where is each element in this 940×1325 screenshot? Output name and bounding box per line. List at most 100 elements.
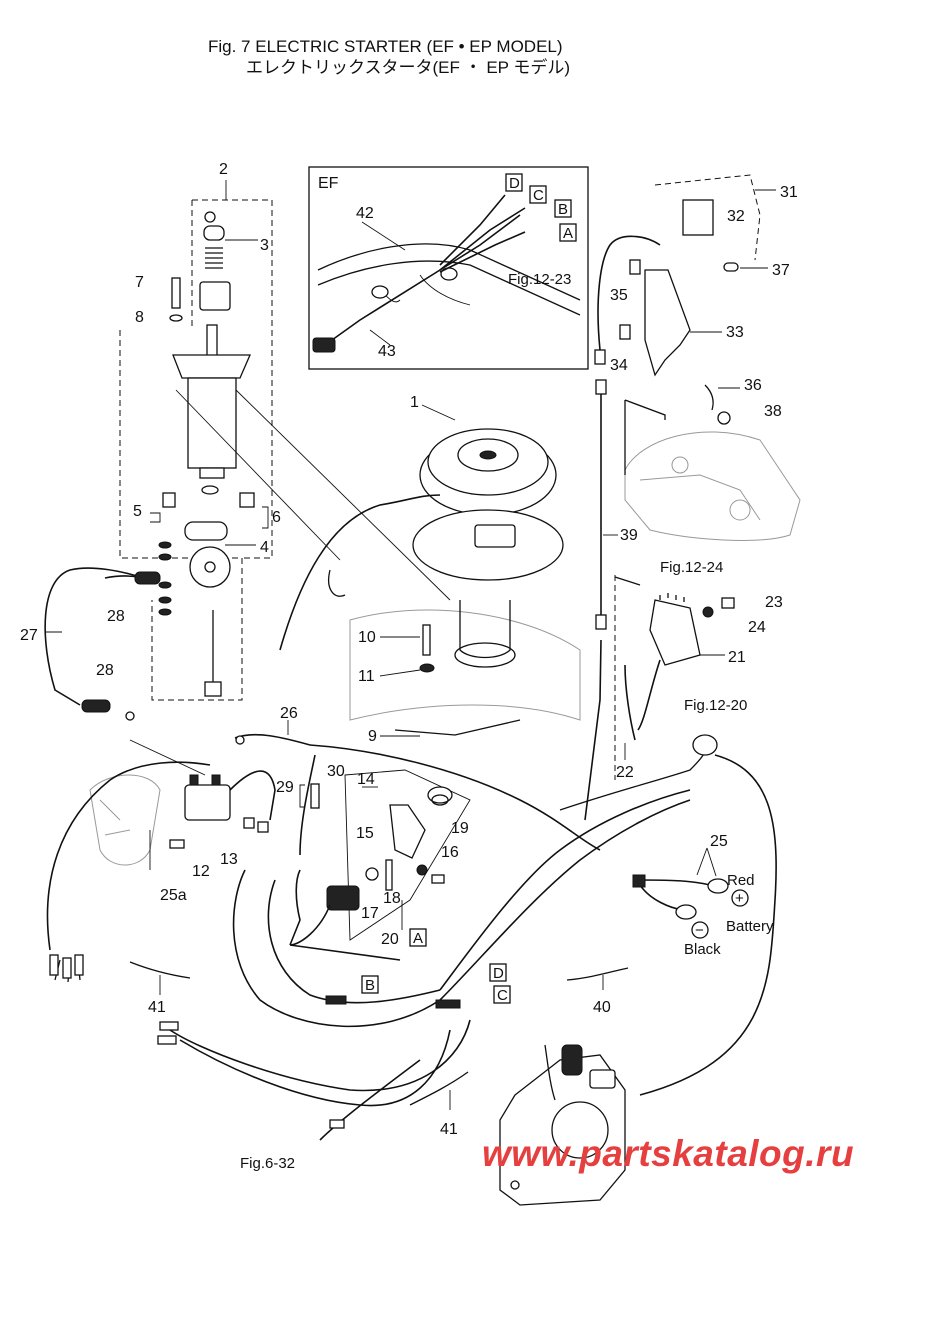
cowling-rail — [317, 243, 581, 316]
figure-title: Fig. 7 ELECTRIC STARTER (EF • EP MODEL) — [208, 37, 563, 56]
cable-tie-40 — [566, 967, 629, 981]
minus-symbol — [691, 921, 709, 939]
control-pivot — [551, 1101, 609, 1159]
key-switch-group: 14 19 15 16 17 18 20 A — [289, 769, 471, 961]
starter-loop-wire — [279, 494, 441, 651]
callout-15: 15 — [356, 825, 374, 842]
cable-black — [639, 884, 684, 911]
lock-button — [589, 1069, 616, 1089]
callout-27: 27 — [20, 627, 38, 644]
starter-relay-12 — [184, 784, 231, 821]
washer-24 — [702, 606, 714, 618]
callout-30: 30 — [327, 763, 345, 780]
inset-connector-box-a — [559, 223, 577, 242]
inset-connector-c: C — [533, 187, 544, 204]
callout-17: 17 — [361, 905, 379, 922]
callout-31: 31 — [780, 184, 798, 201]
link-rod — [614, 576, 641, 586]
bolt-10 — [422, 624, 431, 656]
end-cover — [189, 546, 231, 588]
callout-2: 2 — [219, 161, 228, 178]
ef-inset: EF 42 43 Fig.12-23 D C B A — [308, 166, 589, 370]
crankcase-outline — [349, 609, 581, 721]
connector-box-c — [493, 985, 511, 1004]
charge-coil — [474, 524, 516, 548]
plus-symbol — [731, 889, 749, 907]
callout-35: 35 — [610, 287, 628, 304]
group-2-bracket — [192, 199, 273, 559]
cable-tie-41a — [129, 961, 191, 979]
carburetor-outline — [624, 431, 801, 541]
red-terminal — [707, 878, 729, 894]
rectifier-group: 23 24 21 22 Fig.12-20 — [616, 593, 783, 781]
inset-wire-c — [439, 207, 526, 271]
control-handle — [544, 1044, 556, 1101]
callout-34: 34 — [610, 357, 628, 374]
flywheel — [427, 428, 549, 496]
figure-title-japanese: エレクトリックスタータ(EF ・ EP モデル) — [246, 58, 571, 77]
ref-fig12-24: Fig.12-24 — [660, 559, 723, 576]
crankshaft-journal — [459, 600, 511, 659]
leader-43 — [369, 329, 391, 346]
inset-plug-43 — [312, 337, 336, 353]
callout-25: 25 — [710, 833, 728, 850]
callout-6: 6 — [272, 509, 281, 526]
callout-43: 43 — [378, 343, 396, 360]
callout-7: 7 — [135, 274, 144, 291]
callout-41-left: 41 — [148, 999, 166, 1016]
ref-fig6-32: Fig.6-32 — [240, 1155, 295, 1172]
through-bolt-nut — [204, 681, 222, 697]
lead-22 — [624, 664, 636, 741]
battery-plus: + — [735, 890, 744, 907]
callout-39: 39 — [620, 527, 638, 544]
callout-28-lower: 28 — [96, 662, 114, 679]
callout-19: 19 — [451, 820, 469, 837]
cable-27 — [44, 567, 151, 706]
inset-harness-42 — [324, 214, 521, 346]
harness-26 — [234, 733, 311, 746]
nut-16 — [416, 864, 428, 876]
battery-lead — [639, 754, 777, 1096]
harness-main-a — [232, 869, 441, 1028]
cable-39: 39 Fig.12-24 — [584, 235, 723, 821]
pinion-gear — [199, 281, 231, 311]
bolt-23 — [721, 597, 735, 609]
screw-13 — [257, 821, 269, 833]
callout-26: 26 — [280, 705, 298, 722]
inset-grommet — [371, 285, 389, 299]
terminal-28-lower — [81, 699, 111, 713]
callout-4: 4 — [260, 539, 269, 556]
main-harness: B D C Fig.6-32 41 41 40 — [46, 744, 691, 1172]
grommet — [692, 734, 718, 756]
connector-b: B — [365, 977, 375, 994]
spring-36 — [704, 384, 714, 411]
connector-a: A — [413, 930, 423, 947]
callout-13: 13 — [220, 851, 238, 868]
key-switch-20 — [326, 885, 360, 911]
brush-6 — [239, 492, 255, 508]
leader-42 — [361, 221, 406, 251]
brush-5 — [162, 492, 176, 508]
screw-34 — [619, 324, 631, 340]
cable-red — [639, 879, 711, 886]
rectifier-21 — [649, 599, 701, 666]
callout-22: 22 — [616, 764, 634, 781]
callout-5: 5 — [133, 503, 142, 520]
harness-left-sweep — [46, 761, 211, 951]
connector-box-d — [489, 963, 507, 982]
callout-3: 3 — [260, 237, 269, 254]
washer-17 — [365, 867, 379, 881]
callout-14: 14 — [357, 771, 375, 788]
callout-10: 10 — [358, 629, 376, 646]
callout-18: 18 — [383, 890, 401, 907]
terminal-28-upper — [134, 571, 161, 585]
callout-41-bottom: 41 — [440, 1121, 458, 1138]
callout-8: 8 — [135, 309, 144, 326]
callout-12: 12 — [192, 863, 210, 880]
battery-red-label: Red — [727, 872, 755, 889]
bolt-7 — [171, 277, 181, 309]
battery-minus: − — [695, 922, 704, 939]
inset-connector-box-b — [554, 199, 572, 218]
flywheel-assembly: 1 10 11 9 — [349, 394, 581, 745]
